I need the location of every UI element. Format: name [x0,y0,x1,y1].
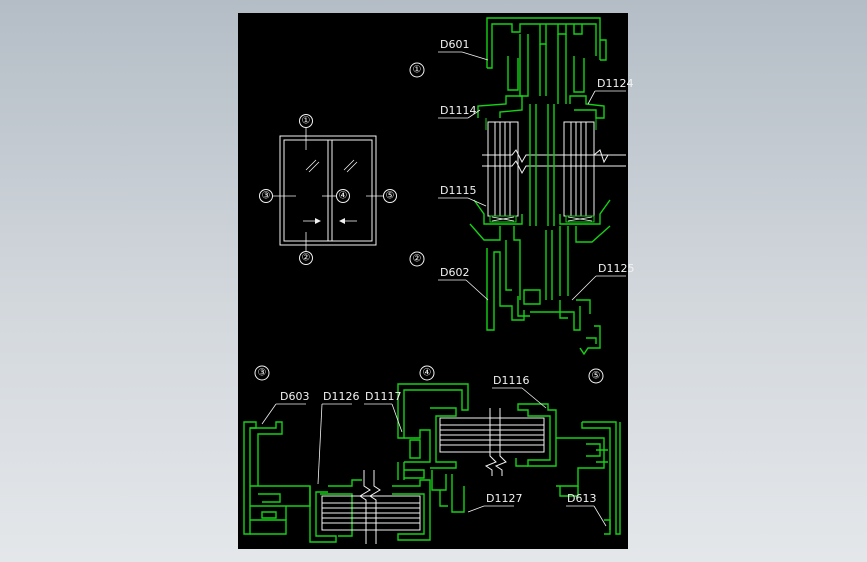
label-d1115: D1115 [440,184,476,197]
svg-text:③: ③ [258,368,267,379]
label-d602: D602 [440,266,469,279]
svg-text:①: ① [302,116,311,127]
label-d613: D613 [567,492,596,505]
label-d1114: D1114 [440,104,476,117]
label-d603: D603 [280,390,309,403]
elevation-marker-5: ⑤ [383,189,397,203]
vertical-section-profile [469,17,626,356]
elevation-marker-3: ③ [259,189,273,203]
svg-text:⑤: ⑤ [592,371,601,382]
horizontal-section-profile [243,383,621,544]
svg-text:①: ① [413,65,422,76]
label-d1126: D1126 [323,390,359,403]
label-d1125: D1125 [598,262,634,275]
vertical-section-leaders [438,51,626,301]
label-d1127: D1127 [486,492,522,505]
elevation-marker-4: ④ [336,189,350,203]
window-elevation [272,128,384,252]
elevation-marker-2: ② [299,251,313,265]
svg-text:④: ④ [339,191,348,202]
svg-text:②: ② [302,253,311,264]
label-d1124: D1124 [597,77,633,90]
drawing-sheet [238,13,628,549]
label-d1117: D1117 [365,390,401,403]
svg-text:③: ③ [262,191,271,202]
svg-text:④: ④ [423,368,432,379]
section-marker-1: ① [409,62,425,78]
svg-text:⑤: ⑤ [386,191,395,202]
section-marker-3: ③ [254,365,270,381]
section-marker-5: ⑤ [588,368,604,384]
svg-text:②: ② [413,254,422,265]
label-d601: D601 [440,38,469,51]
section-marker-2: ② [409,251,425,267]
elevation-marker-1: ① [299,114,313,128]
section-marker-4: ④ [419,365,435,381]
label-d1116: D1116 [493,374,529,387]
horizontal-section-leaders [261,387,607,527]
